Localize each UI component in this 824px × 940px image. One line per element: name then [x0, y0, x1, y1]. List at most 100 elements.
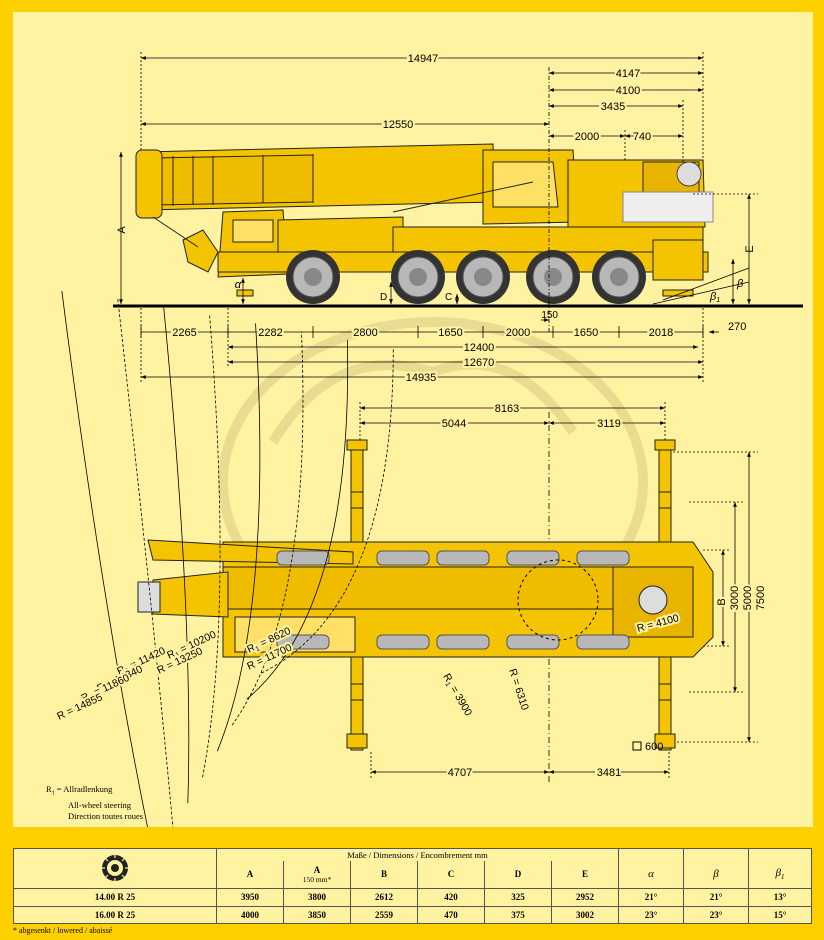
dim-8163: 8163	[495, 403, 519, 415]
cell: 470	[417, 905, 485, 924]
legend: R1 = Allradlenkung All-wheel steering Di…	[46, 784, 143, 822]
dim-4147: 4147	[616, 68, 640, 80]
slewing-circle	[517, 559, 599, 641]
cell: 420	[417, 888, 485, 907]
cell: 15°	[748, 905, 812, 924]
dim-3119: 3119	[597, 418, 621, 430]
label-d: D	[380, 292, 387, 303]
outrigger-pad-front	[236, 289, 254, 297]
label-b: B	[716, 598, 728, 605]
r-3900: R1 = 3900	[440, 672, 475, 719]
table-row: 14.00 R 25 3950 3800 2612 420 325 2952 2…	[13, 888, 812, 907]
drawing-panel: ΣΜΥΘ Ι	[13, 12, 813, 862]
tire-size: 14.00 R 25	[13, 888, 217, 907]
cell: 3950	[216, 888, 284, 907]
dim-12550: 12550	[383, 119, 414, 131]
header-c: C	[417, 860, 485, 889]
height-dimensions	[119, 152, 758, 305]
header-a: A	[216, 860, 284, 889]
dim-12400: 12400	[464, 342, 495, 354]
header-beta1: β1	[748, 860, 812, 889]
header-e: E	[551, 860, 619, 889]
bottom-dim-label: 2000	[506, 327, 530, 339]
bottom-dim-label: 2265	[172, 327, 196, 339]
turning-arc	[163, 306, 190, 804]
legend-line-3: Direction toutes roues	[68, 810, 144, 821]
dim-4100: 4100	[616, 85, 640, 97]
turning-arc	[202, 315, 221, 778]
dim-600: 600	[645, 741, 663, 753]
crane-carrier	[217, 209, 709, 281]
tire-top	[276, 550, 330, 566]
crane-superstructure	[392, 149, 714, 228]
dim-3435: 3435	[601, 101, 625, 113]
top-dimensions	[140, 52, 704, 332]
wheel	[456, 250, 510, 304]
dim-3000: 3000	[729, 586, 741, 610]
cell: 21°	[683, 888, 749, 907]
cell: 375	[484, 905, 552, 924]
label-a: A	[116, 226, 128, 234]
bottom-dim-label: 1650	[438, 327, 462, 339]
cell: 2612	[350, 888, 418, 907]
dim-150: 150	[541, 310, 558, 321]
top-view: 8163 5044 3119 4707 3481 B 3000 5000 750…	[53, 290, 769, 862]
dim-4707: 4707	[448, 767, 472, 779]
table-blank-2	[683, 848, 749, 861]
crane-boom	[135, 143, 496, 273]
bottom-dim-label: 2282	[258, 327, 282, 339]
dim-2000-top: 2000	[575, 131, 599, 143]
wheel	[286, 250, 340, 304]
cell: 3850	[283, 905, 351, 924]
table-blank-3	[748, 848, 812, 861]
dim-12670: 12670	[464, 357, 495, 369]
header-d: D	[484, 860, 552, 889]
dim-14947: 14947	[408, 53, 439, 65]
cell: 325	[484, 888, 552, 907]
header-beta: β	[683, 860, 749, 889]
outrigger-pad-rear	[662, 289, 694, 297]
label-c: C	[445, 292, 452, 303]
bottom-dimensions	[140, 308, 719, 382]
pad-square	[632, 741, 642, 751]
wheel	[526, 250, 580, 304]
label-alpha: α	[235, 279, 242, 291]
footnote: * abgesenkt / lowered / abaissé	[13, 926, 113, 935]
dim-740: 740	[633, 131, 651, 143]
tire-size: 16.00 R 25	[13, 905, 217, 924]
tire-icon-cell	[13, 848, 217, 889]
turning-arc	[117, 298, 174, 830]
label-beta1: β1	[709, 291, 720, 304]
top-dimension-labels: 14947 4147 4100 3435 12550 2000 740	[381, 51, 653, 145]
tire-top	[276, 634, 330, 650]
cell: 2952	[551, 888, 619, 907]
legend-line-2: All-wheel steering	[68, 799, 132, 810]
cell: 21°	[618, 888, 684, 907]
dim-5044: 5044	[442, 418, 466, 430]
turning-arc	[246, 339, 349, 700]
tire-top	[576, 550, 630, 566]
tire-top	[376, 634, 430, 650]
legend-line-1: R1 = Allradlenkung	[46, 784, 113, 797]
label-e: E	[744, 245, 756, 252]
tire-top	[576, 634, 630, 650]
dim-5000: 5000	[742, 586, 754, 610]
bottom-dim-label: 2800	[353, 327, 377, 339]
cell: 3002	[551, 905, 619, 924]
tire-top	[436, 550, 490, 566]
tire-top	[506, 550, 560, 566]
bottom-dim-label: 2018	[649, 327, 673, 339]
turning-arc	[231, 331, 304, 726]
dim-270: 270	[728, 321, 746, 333]
header-alpha: α	[618, 860, 684, 889]
turning-arc	[61, 290, 156, 862]
cell: 3800	[283, 888, 351, 907]
label-beta: β	[736, 278, 744, 290]
table-row: 16.00 R 25 4000 3850 2559 470 375 3002 2…	[13, 905, 812, 924]
tire-icon	[101, 853, 129, 882]
